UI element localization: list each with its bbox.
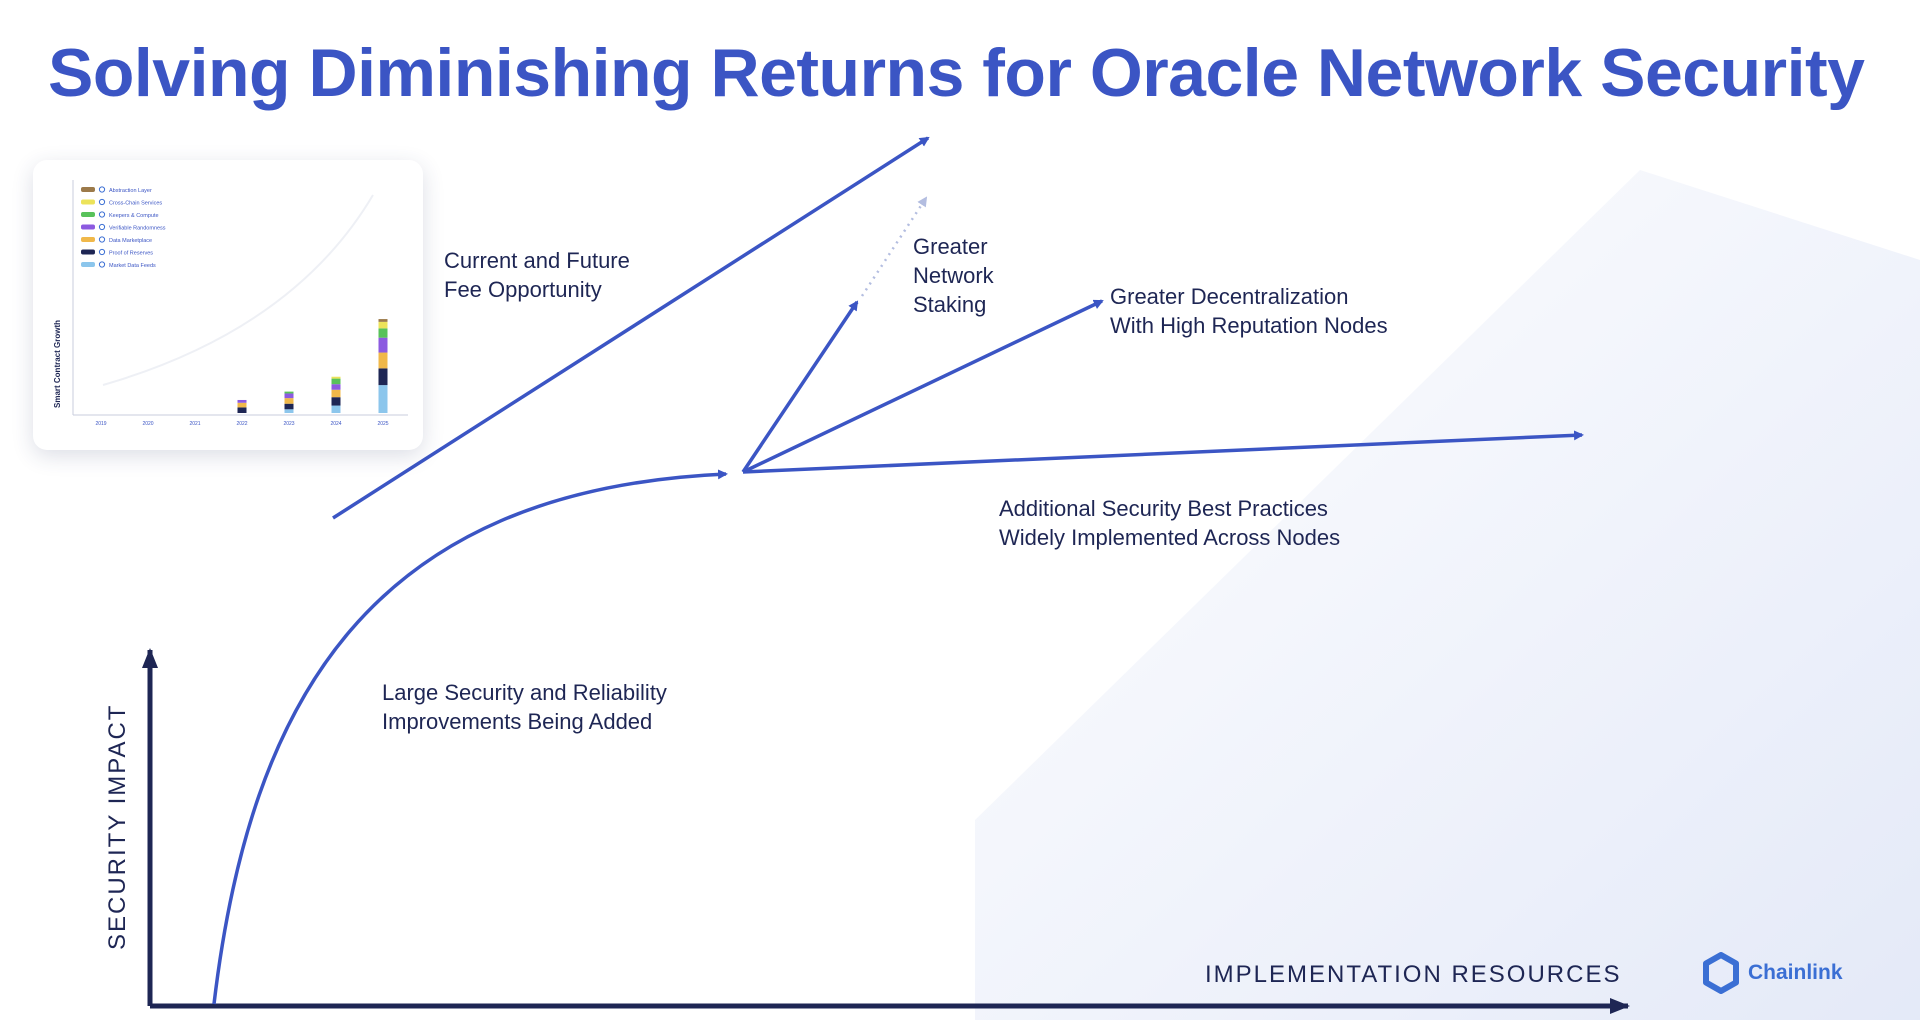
inset-tick-label: 2025 [377,421,388,427]
inset-bar-segment [378,328,388,338]
inset-legend-marker [98,211,106,218]
inset-growth-curve [102,194,374,386]
inset-tick-label: 2023 [283,421,294,427]
inset-bar-segment [237,402,247,408]
inset-bar-segment [331,384,341,390]
diminishing-returns-curve [212,469,728,1005]
inset-tick-label: 2021 [189,421,200,427]
fee-opportunity-arrow [332,136,930,520]
inset-legend-label: Proof of Reserves [109,251,153,257]
inset-bar-segment [284,409,294,413]
chainlink-hexagon-icon [1703,952,1739,994]
inset-legend-marker [98,248,106,256]
inset-legend-swatch [81,199,95,205]
chainlink-logo: Chainlink [1702,952,1843,994]
inset-legend-swatch [81,224,95,230]
inset-tick-label: 2022 [236,421,247,427]
inset-legend-swatch [81,212,95,217]
inset-bar-segment [331,389,341,398]
inset-bar-segment [378,319,388,322]
fee-opportunity-label: Current and Future Fee Opportunity [444,248,630,302]
best-practices-label: Additional Security Best Practices Widel… [999,496,1341,550]
y-axis-label: SECURITY IMPACT [104,703,131,950]
inset-legend-marker [98,236,106,243]
improvements-label: Large Security and Reliability Improveme… [382,680,667,734]
inset-bar-segment [331,378,341,385]
staking-arrow [741,300,859,473]
inset-bar-segment [284,403,294,410]
staking-label: Greater Network Staking [913,234,994,317]
inset-bar-segment [331,397,341,406]
decentralization-arrow [742,299,1104,474]
inset-legend-swatch [81,237,95,242]
inset-stacked-bar-chart: Smart Contract Growth Abstraction LayerC… [53,180,408,427]
inset-bar-segment [237,407,247,413]
x-axis-label: IMPLEMENTATION RESOURCES [1205,961,1622,988]
inset-legend-marker [98,198,106,206]
inset-legend-swatch [81,187,95,192]
inset-bar-segment [378,352,388,369]
inset-bar-segment [284,391,294,394]
inset-legend-swatch [81,262,95,267]
inset-bars [237,319,388,413]
inset-tick-label: 2020 [142,421,153,427]
inset-legend-label: Verifiable Randomness [109,226,166,232]
inset-legend-label: Cross-Chain Services [109,201,162,207]
inset-legend-swatch [81,249,95,255]
inset-legend-marker [98,261,106,268]
inset-bar-segment [378,337,388,353]
inset-bar-segment [284,398,294,404]
inset-legend-label: Market Data Feeds [109,263,156,269]
inset-legend-marker [98,223,106,231]
inset-legend-label: Keepers & Compute [109,213,159,219]
page-title: Solving Diminishing Returns for Oracle N… [48,35,1865,111]
inset-legend-label: Abstraction Layer [109,188,152,194]
inset-tick-label: 2024 [330,421,341,427]
inset-legend-label: Data Marketplace [109,238,152,244]
inset-legend-marker [98,186,106,193]
inset-bar-segment [378,368,388,386]
inset-tick-label: 2019 [95,421,106,427]
inset-y-label: Smart Contract Growth [53,320,62,408]
inset-bar-segment [331,405,341,413]
inset-bar-segment [237,399,247,403]
inset-bar-segment [331,376,341,379]
inset-bar-segment [378,321,388,329]
decentralization-label: Greater Decentralization With High Reput… [1110,284,1388,338]
inset-ticks: 2019 2020 2021 2022 2023 2024 2025 [95,421,388,427]
best-practices-arrow [742,430,1584,474]
inset-bar-segment [284,393,294,399]
inset-bar-segment [378,385,388,413]
logo-text: Chainlink [1748,961,1843,984]
